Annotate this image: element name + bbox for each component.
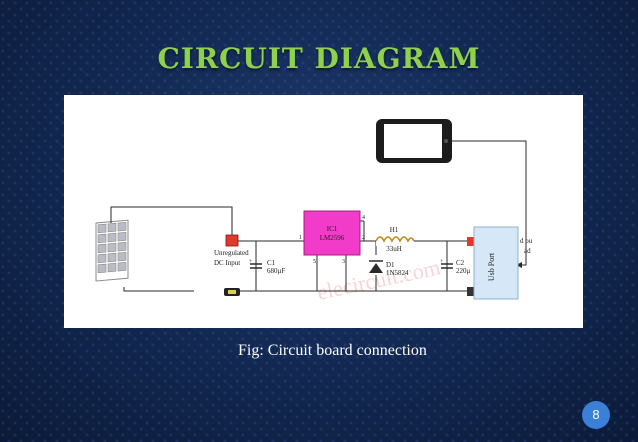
- capacitor-c1-icon: +: [249, 259, 262, 269]
- d1-name: D1: [386, 261, 395, 269]
- circuit-diagram: elecircuit.com: [95, 119, 533, 305]
- c1-value: 680μF: [267, 267, 285, 275]
- h1-value: 33uH: [386, 245, 402, 253]
- ic-pin2: 2: [362, 235, 365, 241]
- load-label-line1: d ou: [520, 237, 533, 245]
- capacitor-c2-icon: +: [440, 259, 453, 269]
- ic-pin5: 5: [313, 259, 316, 265]
- svg-text:+: +: [249, 259, 253, 265]
- input-positive-terminal: [225, 234, 239, 247]
- ic-pin1: 1: [299, 235, 302, 241]
- output-negative-terminal: [467, 287, 475, 296]
- ic-lm2596-chip: [303, 210, 361, 256]
- circuit-diagram-panel: elecircuit.com: [64, 95, 583, 328]
- arrow-icon: [516, 262, 522, 268]
- wires: [110, 140, 527, 292]
- output-positive-terminal: [467, 237, 475, 246]
- input-negative-terminal: [224, 288, 240, 296]
- d1-value: 1N5824: [386, 269, 409, 277]
- ic-name: IC1: [327, 225, 338, 233]
- usb-port-module: [473, 226, 519, 300]
- input-label-line2: DC Input: [214, 259, 240, 267]
- diode-d1-icon: [369, 260, 383, 273]
- load-label-line2: ad: [524, 247, 531, 255]
- slide-title: CIRCUIT DIAGRAM: [157, 42, 481, 75]
- c2-value: 220μ: [456, 267, 471, 275]
- c2-name: C2: [456, 259, 465, 267]
- c1-name: C1: [267, 259, 276, 267]
- page-number-badge: 8: [582, 401, 610, 429]
- ic-pin4: 4: [362, 215, 365, 221]
- watermark-text: elecircuit.com: [315, 254, 443, 304]
- inductor-h1-icon: [375, 236, 415, 246]
- svg-text:+: +: [440, 259, 444, 265]
- figure-caption: Fig: Circuit board connection: [238, 342, 427, 359]
- ic-part: LM2596: [320, 234, 345, 242]
- input-label-line1: Unregulated: [214, 249, 249, 257]
- h1-name: H1: [390, 226, 399, 234]
- solar-panel-icon: [95, 219, 129, 282]
- ic-pin3: 3: [342, 259, 345, 265]
- usb-port-label: Usb Port: [487, 252, 496, 281]
- smartphone-icon: [376, 119, 452, 163]
